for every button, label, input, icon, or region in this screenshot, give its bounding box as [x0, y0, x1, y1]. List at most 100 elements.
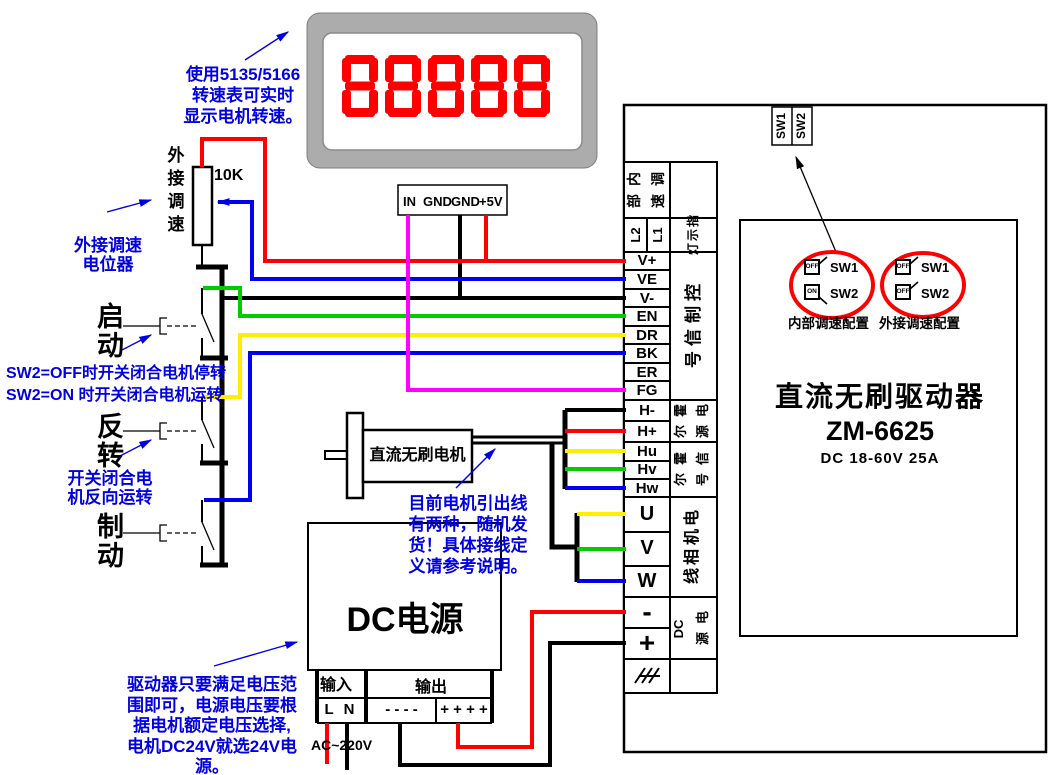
group-hall-signal-2: 信号 [695, 451, 711, 487]
dip-icon-internal-sw2: ON [804, 284, 820, 300]
terminal-strip [623, 161, 718, 694]
arrow-to-pot [106, 199, 153, 213]
terminal-vplus: V+ [637, 252, 657, 269]
terminal-v: V [640, 537, 654, 559]
terminal-l1: L1 [650, 227, 665, 243]
ground-icon [634, 667, 660, 684]
group-dc-latin: DC [671, 619, 686, 639]
arrow-to-start-switch [119, 334, 153, 352]
motor-label: 直流无刷电机 [369, 447, 466, 464]
wire-dr [203, 333, 626, 399]
group-hall-power-1: 霍尔 [673, 403, 689, 439]
dip-flags [818, 256, 919, 305]
motor-shaft [324, 450, 348, 460]
wire-en [203, 286, 626, 318]
green-wires [203, 286, 626, 551]
group-hall-signal-1: 霍尔 [673, 451, 689, 487]
tachometer-display [306, 12, 598, 169]
sw-pointer-arrow [795, 155, 837, 253]
signal-label-in: IN [403, 194, 416, 209]
terminal-ve: VE [636, 271, 657, 288]
internal-config-circle [789, 250, 875, 320]
terminal-l2: L2 [628, 227, 643, 243]
brake-switch [123, 500, 215, 565]
signal-label-gnd2: GND [451, 194, 480, 209]
wire-vplus [200, 137, 626, 263]
driver-model: ZM-6625 [825, 416, 935, 446]
motor-body [361, 428, 474, 484]
terminal-hv: Hv [637, 461, 657, 478]
motor-note: 目前电机引出线 有两种，随机发 货！具体接线定 义请参考说明。 [408, 494, 528, 576]
terminal-plus: + [638, 627, 656, 658]
signal-label-5v: +5V [479, 194, 503, 209]
driver-title: 直流无刷驱动器 [774, 381, 985, 412]
reverse-switch [123, 397, 215, 463]
wire-bk [204, 351, 626, 502]
dip-icon-external-sw1: OFF [895, 259, 911, 275]
potentiometer [191, 165, 214, 247]
black-wiring [123, 215, 626, 770]
blue-wires [204, 198, 626, 583]
terminal-hu: Hu [637, 442, 657, 460]
motor-flange [345, 411, 365, 500]
psu-input-label: 输入 [320, 677, 353, 694]
internal-sw2-name: SW2 [830, 286, 859, 301]
terminal-hplus: H+ [637, 423, 657, 440]
group-control: 控制信号 [683, 283, 703, 369]
signal-label-gnd1: GND [423, 194, 452, 209]
group-dc-cn: 电源 [695, 610, 711, 646]
psu-title: DC电源 [346, 601, 464, 639]
driver-rating: DC 18-60V 25A [820, 450, 940, 467]
pot-value: 10K [214, 167, 244, 184]
annotation-arrows [106, 31, 496, 667]
dip-icon-external-sw2: OFF [895, 284, 911, 300]
terminal-fg: FG [636, 382, 658, 399]
arrow-to-reverse-switch [119, 439, 153, 457]
wire-fg [406, 215, 626, 392]
pot-side-label: 外接调速 [164, 146, 184, 238]
terminal-en: EN [636, 308, 658, 325]
terminal-dr: DR [636, 326, 658, 344]
internal-config-label: 内部调速配置 [788, 316, 869, 331]
dip-icon-internal-sw1: OFF [804, 259, 820, 275]
yellow-wires [203, 333, 626, 516]
brake-switch-label: 制动 [93, 512, 124, 570]
swbox-sw1: SW1 [774, 113, 788, 140]
wire-ve-wiper [216, 198, 626, 281]
internal-sw1-name: SW1 [830, 260, 859, 275]
swbox-sw2: SW2 [794, 113, 808, 140]
psu-note: 驱动器只要满足电压范 围即可，电源电压要根 据电机额定电压选择, 电机DC24V… [126, 675, 298, 775]
pot-note: 外接调速 电位器 [74, 236, 142, 274]
external-sw1-name: SW1 [921, 260, 950, 275]
wire-dc-minus [456, 610, 626, 749]
external-config-circle [880, 251, 966, 319]
signal-terminal-box [397, 184, 508, 216]
terminal-w: W [637, 570, 657, 592]
start-switch [123, 288, 215, 358]
terminal-u: U [639, 503, 655, 525]
reverse-note: 开关闭合电 机反向运转 [67, 469, 153, 507]
external-config-label: 外接调速配置 [879, 316, 960, 331]
dc-power-supply [307, 522, 502, 724]
external-sw2-name: SW2 [921, 286, 950, 301]
config-highlights [789, 250, 966, 320]
sw2-behavior-note: SW2=OFF时开关闭合电机停转 SW2=ON 时开关闭合电机运转 [6, 365, 227, 404]
motor [324, 411, 474, 500]
strip-internal-2: 调速 [650, 172, 666, 208]
terminal-vminus: V- [639, 289, 655, 307]
terminal-minus: - [642, 596, 652, 627]
start-switch-label: 启动 [93, 302, 124, 360]
psu-ln-terminals: L N [324, 701, 358, 718]
strip-internal-1: 内部 [626, 172, 642, 208]
group-indicator: 指示灯 [685, 214, 700, 256]
psu-neg-terminals: - - - - [385, 701, 418, 718]
driver-box [622, 103, 1048, 754]
psu-pos-terminals: + + + + [440, 701, 488, 718]
arrow-to-display [244, 31, 290, 61]
psu-ac-label: AC~220V [311, 737, 373, 753]
psu-output-label: 输出 [415, 679, 448, 696]
group-hall-power-2: 电源 [695, 403, 711, 439]
group-phase: 电机相线 [683, 509, 701, 585]
